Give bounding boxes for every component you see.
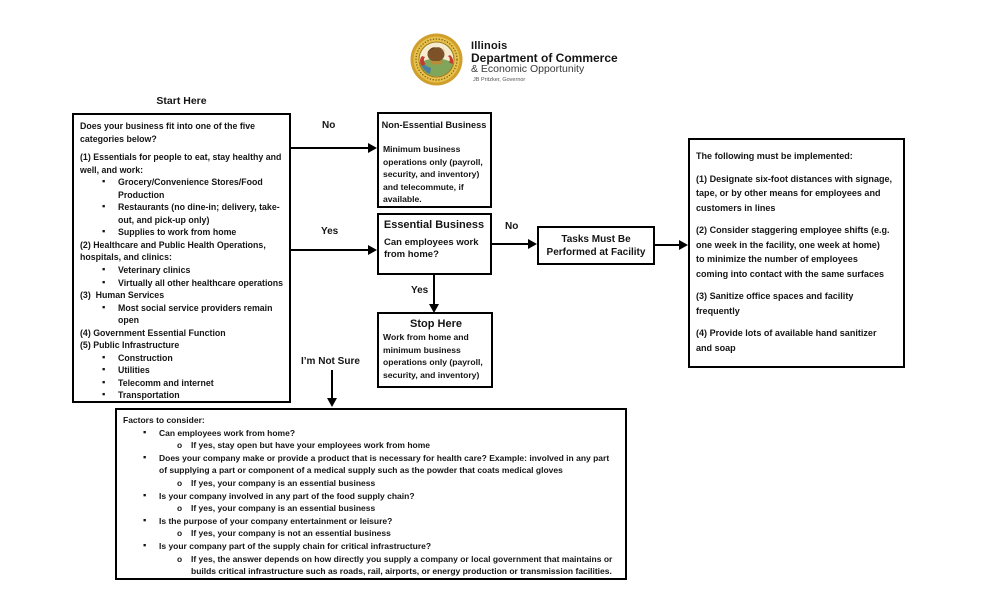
label-yes-down: Yes: [411, 285, 429, 296]
bullet-icon: o: [177, 440, 183, 451]
factor-item: ▪Is your company part of the supply chai…: [143, 539, 432, 551]
arrow-facility-to-implementation-line: [655, 244, 681, 246]
label-no-top: No: [322, 120, 336, 131]
bullet-icon: ▪: [102, 301, 106, 313]
non-essential-title: Non-Essential Business: [381, 120, 487, 130]
category-bullet-item: ▪Utilities: [102, 364, 150, 376]
category-item: (4) Government Essential Function: [80, 327, 226, 338]
bullet-icon: ▪: [102, 389, 106, 401]
arrow-no-to-nonessential-head: [368, 143, 377, 153]
category-item: (2) Healthcare and Public Health Operati…: [80, 239, 266, 263]
logo-text: Illinois Department of Commerce & Econom…: [471, 33, 618, 86]
start-here-label: Start Here: [156, 95, 207, 107]
implementation-requirements-box: The following must be implemented: (1) D…: [688, 138, 905, 368]
factors-title: Factors to consider:: [123, 415, 205, 425]
category-bullet-item: ▪Most social service providers remain op…: [102, 301, 273, 326]
implementation-title: The following must be implemented:: [696, 151, 853, 161]
arrow-notsure-to-factors-line: [331, 370, 333, 400]
logo-governor: JB Pritzker, Governor: [473, 77, 526, 83]
stop-here-box: Stop Here Work from home and minimum bus…: [377, 312, 493, 388]
category-bullet-item: ▪Construction: [102, 351, 173, 363]
arrow-no-to-facility-head: [528, 239, 537, 249]
arrow-yes-to-essential-line: [291, 249, 369, 251]
factor-item: ▪Can employees work from home?: [143, 426, 296, 438]
essential-title: Essential Business: [383, 219, 485, 231]
bullet-icon: ▪: [102, 226, 106, 238]
category-item: (5) Public Infrastructure: [80, 340, 180, 351]
category-list: Does your business fit into one of the f…: [80, 120, 286, 402]
logo-dept-subname: & Economic Opportunity: [471, 63, 585, 75]
arrow-facility-to-implementation-head: [679, 240, 688, 250]
idceo-logo: Illinois Department of Commerce & Econom…: [410, 33, 618, 86]
essential-body: Can employees work from home?: [384, 236, 479, 261]
category-bullet-item: ▪Restaurants (no dine-in; delivery, take…: [102, 201, 280, 225]
label-yes-left: Yes: [321, 226, 339, 237]
bullet-icon: o: [177, 503, 183, 514]
bullet-icon: o: [177, 528, 183, 539]
essential-business-box: Essential Business Can employees work fr…: [377, 213, 492, 275]
implementation-item: (3) Sanitize office spaces and facility …: [696, 291, 854, 316]
arrow-yes-to-essential-head: [368, 245, 377, 255]
factor-item: ▪Does your company make or provide a pro…: [143, 451, 610, 476]
bullet-icon: ▪: [102, 201, 106, 213]
logo-dept-name: Department of Commerce: [471, 51, 618, 65]
bullet-icon: ▪: [102, 376, 106, 388]
implementation-item: (1) Designate six-foot distances with si…: [696, 173, 893, 213]
implementation-list: (1) Designate six-foot distances with si…: [696, 172, 900, 356]
stop-here-title: Stop Here: [410, 318, 462, 330]
implementation-item: (4) Provide lots of available hand sanit…: [696, 328, 877, 353]
bullet-icon: ▪: [143, 426, 147, 438]
bullet-icon: ▪: [143, 489, 147, 501]
logo-state-name: Illinois: [471, 40, 508, 52]
bullet-icon: ▪: [102, 364, 106, 376]
label-im-not-sure: I’m Not Sure: [301, 356, 360, 367]
category-item: Does your business fit into one of the f…: [80, 121, 255, 144]
implementation-item: (2) Consider staggering employee shifts …: [696, 225, 890, 279]
factor-item: ▪Is your company involved in any part of…: [143, 489, 415, 501]
bullet-icon: ▪: [102, 276, 106, 288]
arrow-no-to-facility-line: [492, 243, 530, 245]
category-bullet-item: ▪Grocery/Convenience Stores/Food Product…: [102, 176, 263, 200]
bullet-icon: ▪: [102, 176, 106, 188]
bullet-icon: ▪: [143, 451, 147, 463]
category-item: (3) Human Services: [80, 290, 165, 301]
category-bullet-item: ▪Telecomm and internet: [102, 376, 214, 388]
bullet-icon: ▪: [102, 264, 106, 276]
arrow-notsure-to-factors-head: [327, 398, 337, 407]
bullet-icon: ▪: [143, 539, 147, 551]
category-bullet-item: ▪Veterinary clinics: [102, 264, 191, 276]
category-item: (1) Essentials for people to eat, stay h…: [80, 152, 282, 175]
tasks-at-facility-label: Tasks Must Be Performed at Facility: [546, 233, 646, 258]
factors-to-consider-box: Factors to consider: ▪Can employees work…: [115, 408, 627, 580]
bullet-icon: ▪: [143, 514, 147, 526]
non-essential-business-box: Non-Essential Business Minimum business …: [377, 112, 492, 208]
label-no-right: No: [505, 221, 519, 232]
stop-here-body: Work from home and minimum business oper…: [383, 332, 483, 380]
category-bullet-item: ▪Supplies to work from home: [102, 226, 237, 238]
category-question-box: Does your business fit into one of the f…: [72, 113, 291, 403]
category-bullet-item: ▪Transportation: [102, 389, 180, 401]
arrow-yes-to-stop-line: [433, 275, 435, 306]
bullet-icon: ▪: [102, 351, 106, 363]
non-essential-body: Minimum business operations only (payrol…: [383, 144, 483, 205]
tasks-at-facility-box: Tasks Must Be Performed at Facility: [537, 226, 655, 265]
arrow-no-to-nonessential-line: [291, 147, 369, 149]
bullet-icon: o: [177, 553, 183, 564]
illinois-state-seal-icon: [410, 33, 463, 86]
factor-item: ▪Is the purpose of your company entertai…: [143, 514, 393, 526]
category-bullet-item: ▪Virtually all other healthcare operatio…: [102, 276, 284, 288]
arrow-yes-to-stop-head: [429, 304, 439, 313]
bullet-icon: o: [177, 477, 183, 488]
